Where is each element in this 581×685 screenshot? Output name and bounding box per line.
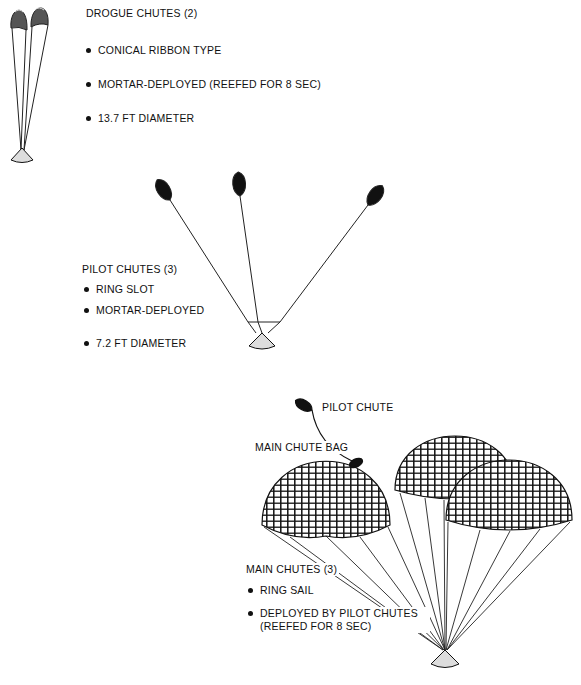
command-module <box>431 650 459 668</box>
part-label: PILOT CHUTE <box>320 401 395 414</box>
dimension-label: 7.2 FT DIAMETER <box>94 337 188 350</box>
note-label: RING SAIL <box>258 584 316 597</box>
heading-label: MAIN CHUTES (3) <box>244 563 339 576</box>
bullet-dot <box>86 116 91 121</box>
dimension-label: 13.7 FT DIAMETER <box>96 112 196 125</box>
bullet-dot <box>84 308 89 313</box>
bullet-dot <box>84 287 89 292</box>
note-label: DEPLOYED BY PILOT CHUTES (REEFED FOR 8 S… <box>258 607 430 633</box>
pilot-chutes <box>152 172 388 349</box>
note-label: MORTAR-DEPLOYED (REEFED FOR 8 SEC) <box>96 78 323 91</box>
drogue-chutes <box>11 8 48 163</box>
note-label: MORTAR-DEPLOYED <box>94 304 206 317</box>
heading-label: DROGUE CHUTES (2) <box>84 7 199 20</box>
note-label: RING SLOT <box>94 283 156 296</box>
bullet-dot <box>248 588 253 593</box>
bullet-dot <box>248 611 253 616</box>
bullet-dot <box>84 341 89 346</box>
note-label: CONICAL RIBBON TYPE <box>96 44 223 57</box>
bullet-dot <box>86 48 91 53</box>
part-label: MAIN CHUTE BAG <box>253 441 350 454</box>
heading-label: PILOT CHUTES (3) <box>80 263 179 276</box>
bullet-dot <box>86 82 91 87</box>
